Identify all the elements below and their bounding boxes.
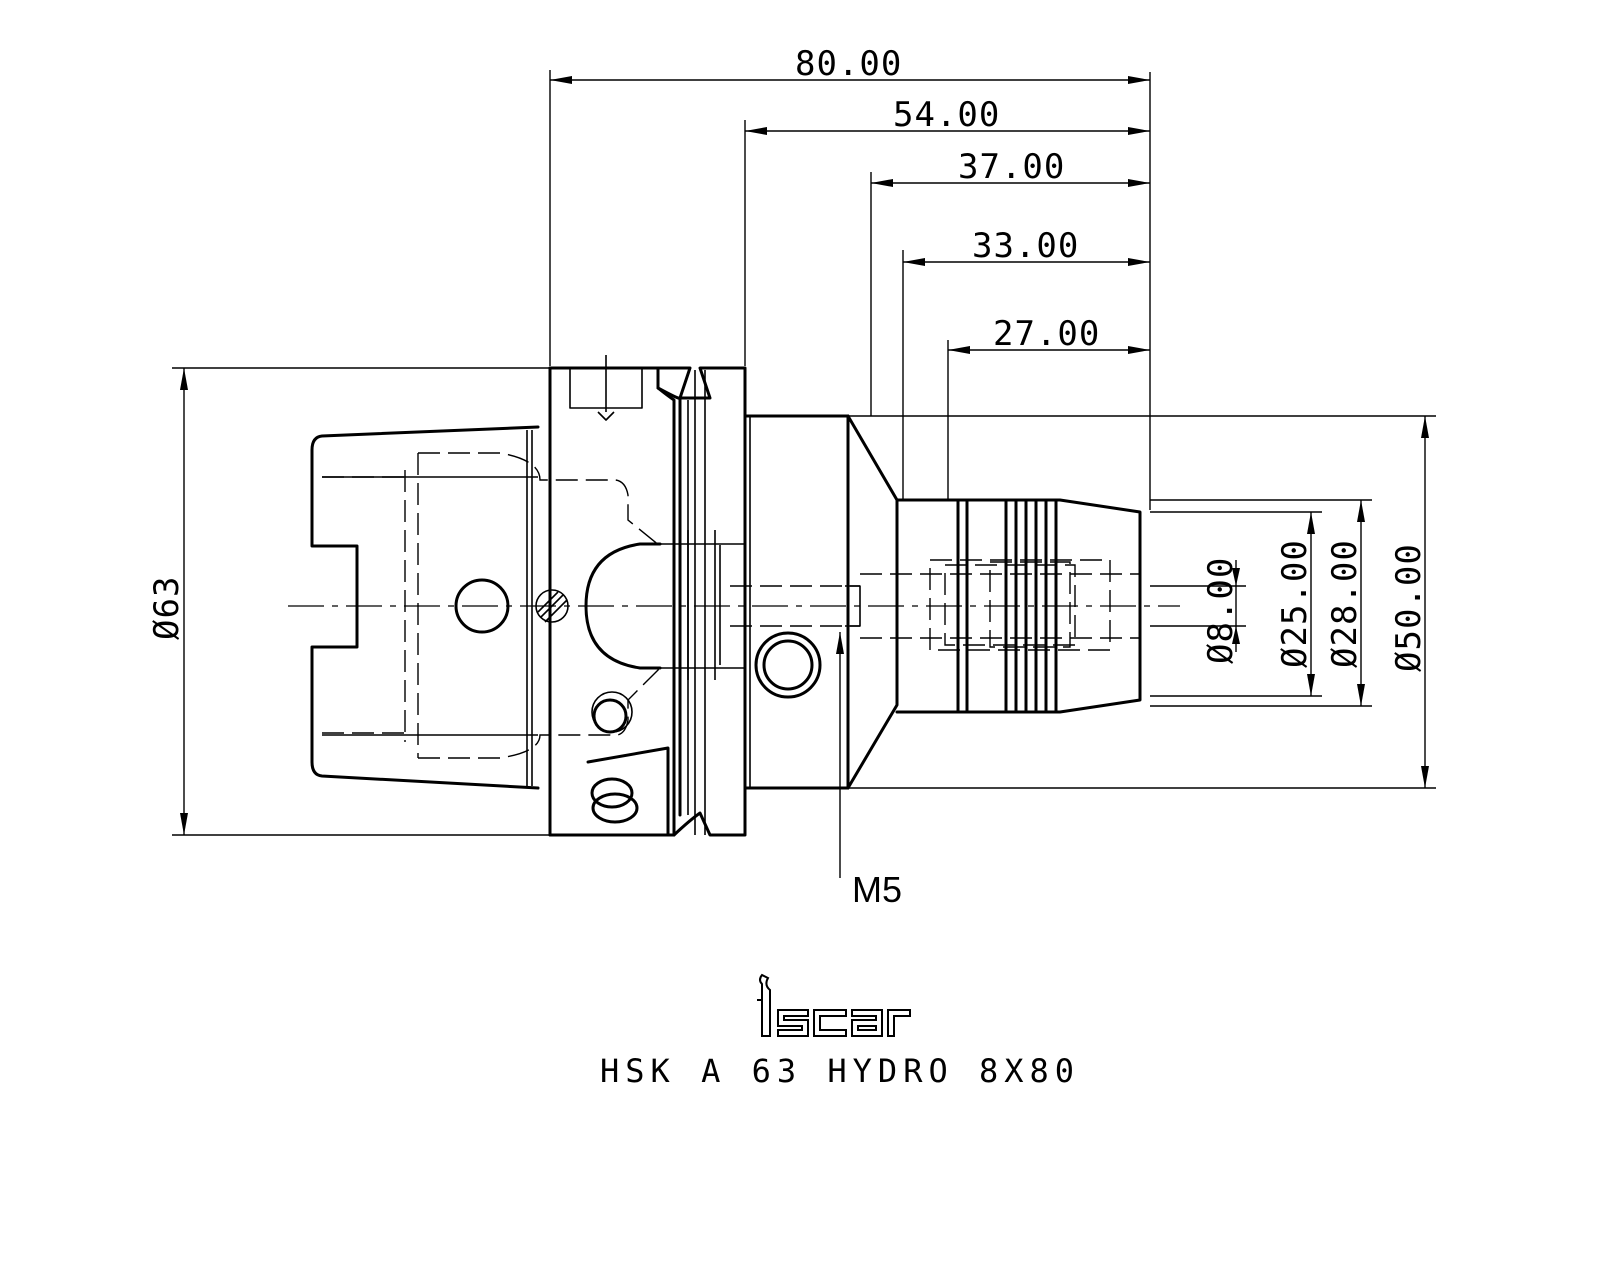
flange [548,355,747,837]
hsk-shank [310,425,661,790]
dim-label-dia28: Ø28.00 [1325,539,1365,668]
diameter-28-dimension: Ø28.00 [1150,499,1372,707]
dim-label-80: 80.00 [795,44,902,84]
dim-label-dia63: Ø63 [147,576,187,640]
hydro-body [730,414,899,790]
thread-label-m5: M5 [852,869,902,910]
diameter-63-dimension: Ø63 [147,367,550,836]
diameter-8-dimension: Ø8.00 [1150,557,1246,664]
dim-label-37: 37.00 [958,147,1065,187]
drive-hole [454,578,510,634]
diameter-25-dimension: Ø25.00 [1150,511,1322,697]
iscar-logo [757,973,911,1037]
length-dimensions: 80.00 54.00 37.00 33.00 27.00 [549,44,1151,510]
dim-label-dia8: Ø8.00 [1201,557,1241,664]
dim-label-dia25: Ø25.00 [1275,539,1315,668]
diameter-50-dimension: Ø50.00 [848,415,1436,789]
dim-label-dia50: Ø50.00 [1389,543,1429,672]
clamping-nose [860,498,1142,714]
dim-label-27: 27.00 [993,314,1100,354]
product-title: HSK A 63 HYDRO 8X80 [600,1052,1080,1090]
m5-screw-hole [754,631,822,699]
dim-label-33: 33.00 [972,226,1079,266]
dim-label-54: 54.00 [893,95,1000,135]
m5-callout: M5 [836,632,902,910]
